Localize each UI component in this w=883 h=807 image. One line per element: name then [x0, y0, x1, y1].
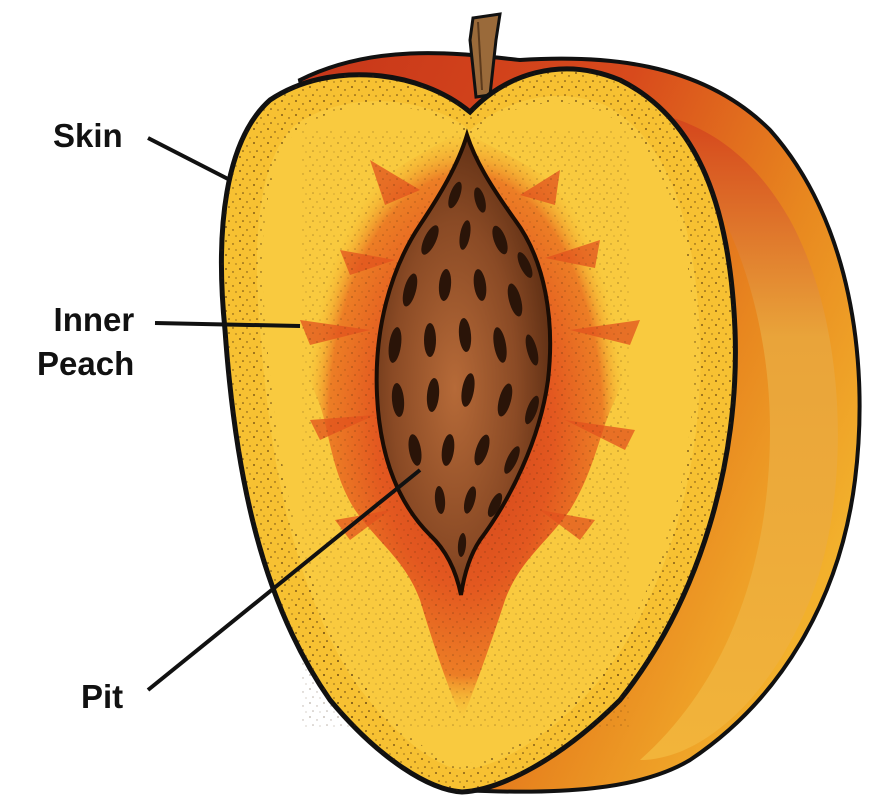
label-inner-line2: Peach — [37, 342, 134, 386]
label-skin: Skin — [53, 116, 123, 156]
label-pit: Pit — [81, 677, 123, 717]
skin-leader-line — [148, 138, 230, 180]
label-inner-line1: Inner — [37, 298, 134, 342]
label-inner-peach: Inner Peach — [37, 298, 134, 386]
